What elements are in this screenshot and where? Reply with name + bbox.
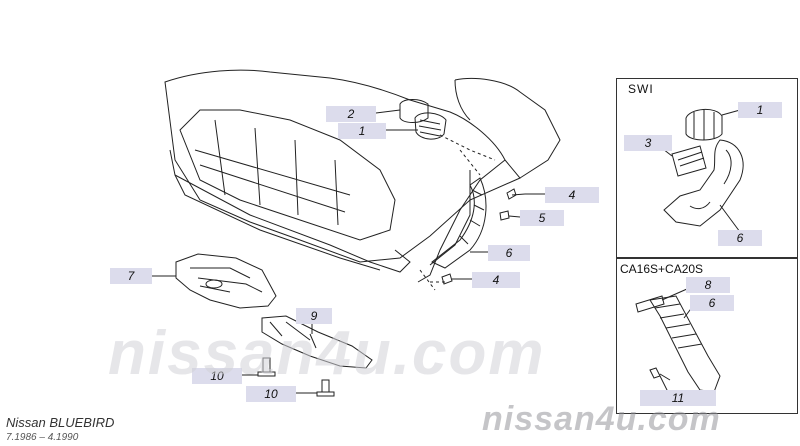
part-7-detail xyxy=(190,268,262,292)
callout-ca-8: 8 xyxy=(686,277,730,293)
radiator-support xyxy=(195,120,350,225)
leader-swi-6 xyxy=(720,205,740,232)
dash-line-1 xyxy=(440,135,495,160)
part-2-grommet xyxy=(400,100,428,123)
part-6-duct xyxy=(432,178,486,268)
callout-main-1: 1 xyxy=(338,123,386,139)
callout-main-2: 2 xyxy=(326,106,376,122)
part-7-hole xyxy=(206,280,222,288)
clip-5 xyxy=(500,211,509,220)
callout-main-4-top: 4 xyxy=(545,187,599,203)
callout-swi-6: 6 xyxy=(718,230,762,246)
callout-main-6: 6 xyxy=(488,245,530,261)
hood-edge xyxy=(455,80,470,120)
swi-part-1-ribs xyxy=(694,110,714,140)
dash-lower xyxy=(420,270,445,290)
fender-inner xyxy=(430,170,470,265)
part-7-cover xyxy=(176,254,276,308)
part-9-detail xyxy=(270,322,316,348)
hood-line xyxy=(455,79,560,179)
swi-part-1 xyxy=(686,109,722,140)
part-9-shield xyxy=(262,316,372,368)
watermark-small: nissan4u.com xyxy=(482,400,721,438)
swi-part-3 xyxy=(672,146,706,176)
grille-frame xyxy=(180,110,395,240)
callout-main-9: 9 xyxy=(296,308,332,324)
callout-main-4-lower: 4 xyxy=(472,272,520,288)
swi-part-6-inner xyxy=(690,150,731,209)
part-6-ribs xyxy=(460,190,484,244)
car-body-outline xyxy=(165,70,520,262)
callout-swi-3: 3 xyxy=(624,135,672,151)
leader-clip-5 xyxy=(509,216,520,217)
inset-ca-title: CA16S+CA20S xyxy=(620,262,704,276)
footer-dates: 7.1986 – 4.1990 xyxy=(6,432,79,443)
bolt-4-top xyxy=(507,189,525,199)
callout-ca-11: 11 xyxy=(640,390,716,406)
part-1-ribs xyxy=(419,120,441,136)
dash-line-2 xyxy=(460,150,480,175)
swi-part-3-ribs xyxy=(678,152,704,166)
fender-line xyxy=(418,160,505,282)
callout-main-7: 7 xyxy=(110,268,152,284)
callout-main-5: 5 xyxy=(520,210,564,226)
callout-main-10-a: 10 xyxy=(192,368,242,384)
part-1-duct xyxy=(415,113,446,139)
callout-swi-1: 1 xyxy=(738,102,782,118)
ca-part-8 xyxy=(636,296,664,312)
inset-swi-frame xyxy=(616,78,798,258)
inset-swi-title: SWI xyxy=(628,82,654,96)
callout-ca-6: 6 xyxy=(690,295,734,311)
inset-ca-frame xyxy=(616,258,798,414)
footer-model: Nissan BLUEBIRD xyxy=(6,415,115,430)
bumper-lower xyxy=(170,150,410,272)
leader-part-2 xyxy=(376,110,400,113)
watermark-large: nissan4u.com xyxy=(108,319,546,388)
bumper-bottom xyxy=(175,175,380,270)
callout-main-10-b: 10 xyxy=(246,386,296,402)
swi-part-6 xyxy=(664,140,743,226)
leader-swi-1 xyxy=(722,110,740,115)
part-10-bolt-2 xyxy=(317,380,334,396)
ca-part-6-ribs xyxy=(655,304,702,348)
